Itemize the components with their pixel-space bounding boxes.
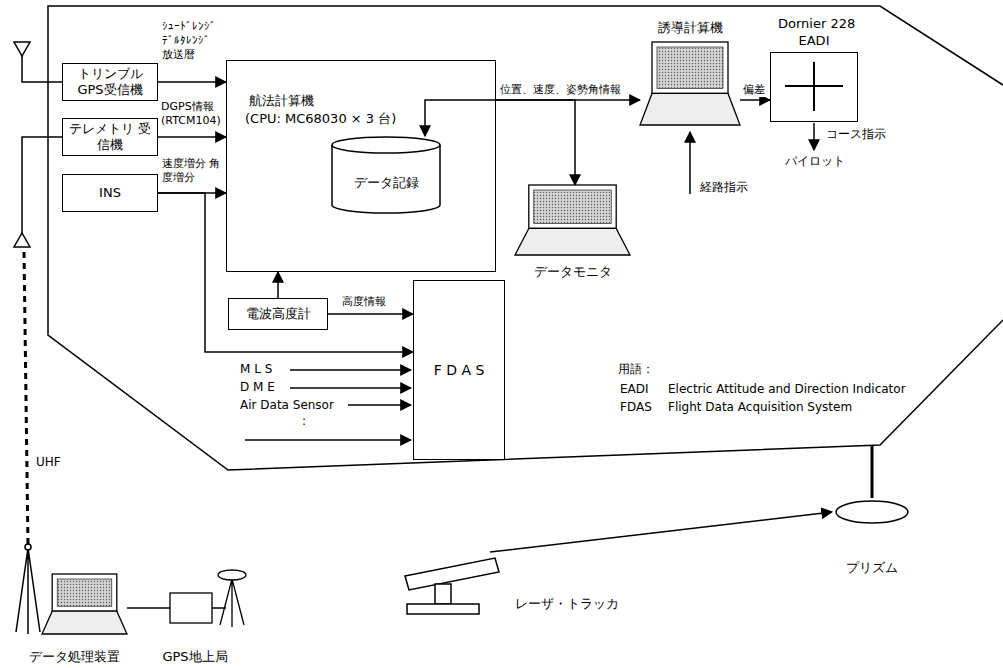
- edge-label: 高度情報: [342, 295, 386, 309]
- connector: [158, 136, 226, 138]
- telemetry-antenna: [14, 233, 30, 247]
- ellipsis-mark: :: [302, 414, 306, 429]
- node-title: データ記録: [354, 175, 419, 191]
- connector: [490, 512, 832, 552]
- antenna-wire: [22, 137, 62, 233]
- connector: [425, 100, 496, 136]
- glossary-definition: Flight Data Acquisition System: [668, 400, 852, 415]
- receiver-box: トリンブル GPS受信機: [62, 63, 158, 101]
- signal-arrow: [245, 439, 411, 441]
- node-title: データモニタ: [515, 264, 630, 280]
- course-arrow: [813, 123, 815, 150]
- node-title: レーザ・トラッカ: [515, 596, 619, 612]
- laser-tracker: レーザ・トラッカ: [385, 552, 630, 620]
- ground-station: GPS地上局: [140, 565, 250, 665]
- storage-cylinder-shape: [331, 136, 441, 214]
- signal-name: Air Data Sensor: [240, 398, 334, 413]
- node-title: Dornier 228: [778, 16, 855, 32]
- signal-arrow: [290, 387, 411, 389]
- ground-antenna-tip: [25, 544, 31, 550]
- computer-box: 航法計算機 (CPU: MC68030 × 3 台) データ記録: [226, 60, 496, 272]
- node-title: GPS地上局: [140, 649, 250, 665]
- edge-label: DGPS情報 (RTCM104): [161, 100, 225, 128]
- eadi-display-shape: [771, 53, 857, 121]
- laptop: データ処理装置: [12, 568, 137, 665]
- laptop-shape: [640, 20, 740, 128]
- node-title: 電波高度計: [246, 306, 311, 322]
- ground-cable: [127, 607, 170, 609]
- flow-note: 経路指示: [700, 180, 748, 195]
- ins-box: INS: [62, 174, 158, 212]
- node-title: トリンブル GPS受信機: [67, 66, 153, 97]
- prism: プリズム: [832, 498, 912, 576]
- aircraft-outline: Dornier 228 トリンブル GPS受信機テレメトリ 受信機 INS 航法計算機…: [48, 6, 1003, 472]
- node-title: EADI: [771, 33, 857, 49]
- signal-name: M L S: [240, 362, 272, 377]
- storage-cylinder: データ記録: [331, 136, 441, 214]
- glossary-heading: 用語：: [618, 362, 654, 377]
- edge-label: ｼｭｰﾄﾞﾚﾝｼﾞ ﾃﾞﾙﾀﾚﾝｼﾞ 放送暦: [162, 20, 222, 61]
- node-title: テレメトリ 受信機: [67, 121, 153, 152]
- signal-name: D M E: [240, 380, 275, 395]
- ground-antenna-tripod: [16, 548, 40, 634]
- link-name: UHF: [36, 455, 61, 470]
- connector: [496, 100, 575, 185]
- node-title: 航法計算機: [249, 93, 314, 109]
- node-title: INS: [99, 185, 121, 201]
- glossary-definition: Electric Attitude and Direction Indicato…: [668, 382, 906, 397]
- receiver-box: テレメトリ 受信機: [62, 118, 158, 156]
- eadi-display: EADI: [770, 52, 858, 122]
- laptop: 誘導計算機: [640, 20, 740, 128]
- signal-arrow: [348, 404, 411, 406]
- glossary-term: EADI: [620, 382, 649, 397]
- altimeter-box: 電波高度計: [228, 298, 328, 330]
- node-detail: (CPU: MC68030 × 3 台): [245, 111, 396, 127]
- node-title: F D A S: [434, 362, 485, 379]
- prism-stand: [871, 446, 874, 498]
- node-title: プリズム: [832, 560, 912, 576]
- edge-label: 速度増分 角度増分: [162, 157, 224, 185]
- flow-note: コース指示: [826, 127, 886, 142]
- node-title: データ処理装置: [12, 649, 137, 665]
- node-title: 誘導計算機: [640, 20, 740, 36]
- antenna-wire: [22, 56, 62, 82]
- connector: [158, 81, 226, 83]
- fdas-box: F D A S: [413, 280, 505, 460]
- route-arrow: [689, 132, 691, 194]
- edge-label: 偏差: [743, 83, 765, 97]
- connector: [158, 193, 413, 352]
- laptop: データモニタ: [515, 185, 630, 280]
- signal-arrow: [290, 369, 411, 371]
- gps-antenna: [14, 42, 30, 56]
- connector: [740, 99, 770, 101]
- uhf-link: [24, 252, 28, 545]
- connector: [328, 313, 413, 315]
- connector: [277, 272, 279, 298]
- glossary-term: FDAS: [620, 400, 652, 415]
- edge-label: 位置、速度、姿勢角情報: [500, 83, 621, 97]
- pilot-label: パイロット: [785, 154, 845, 169]
